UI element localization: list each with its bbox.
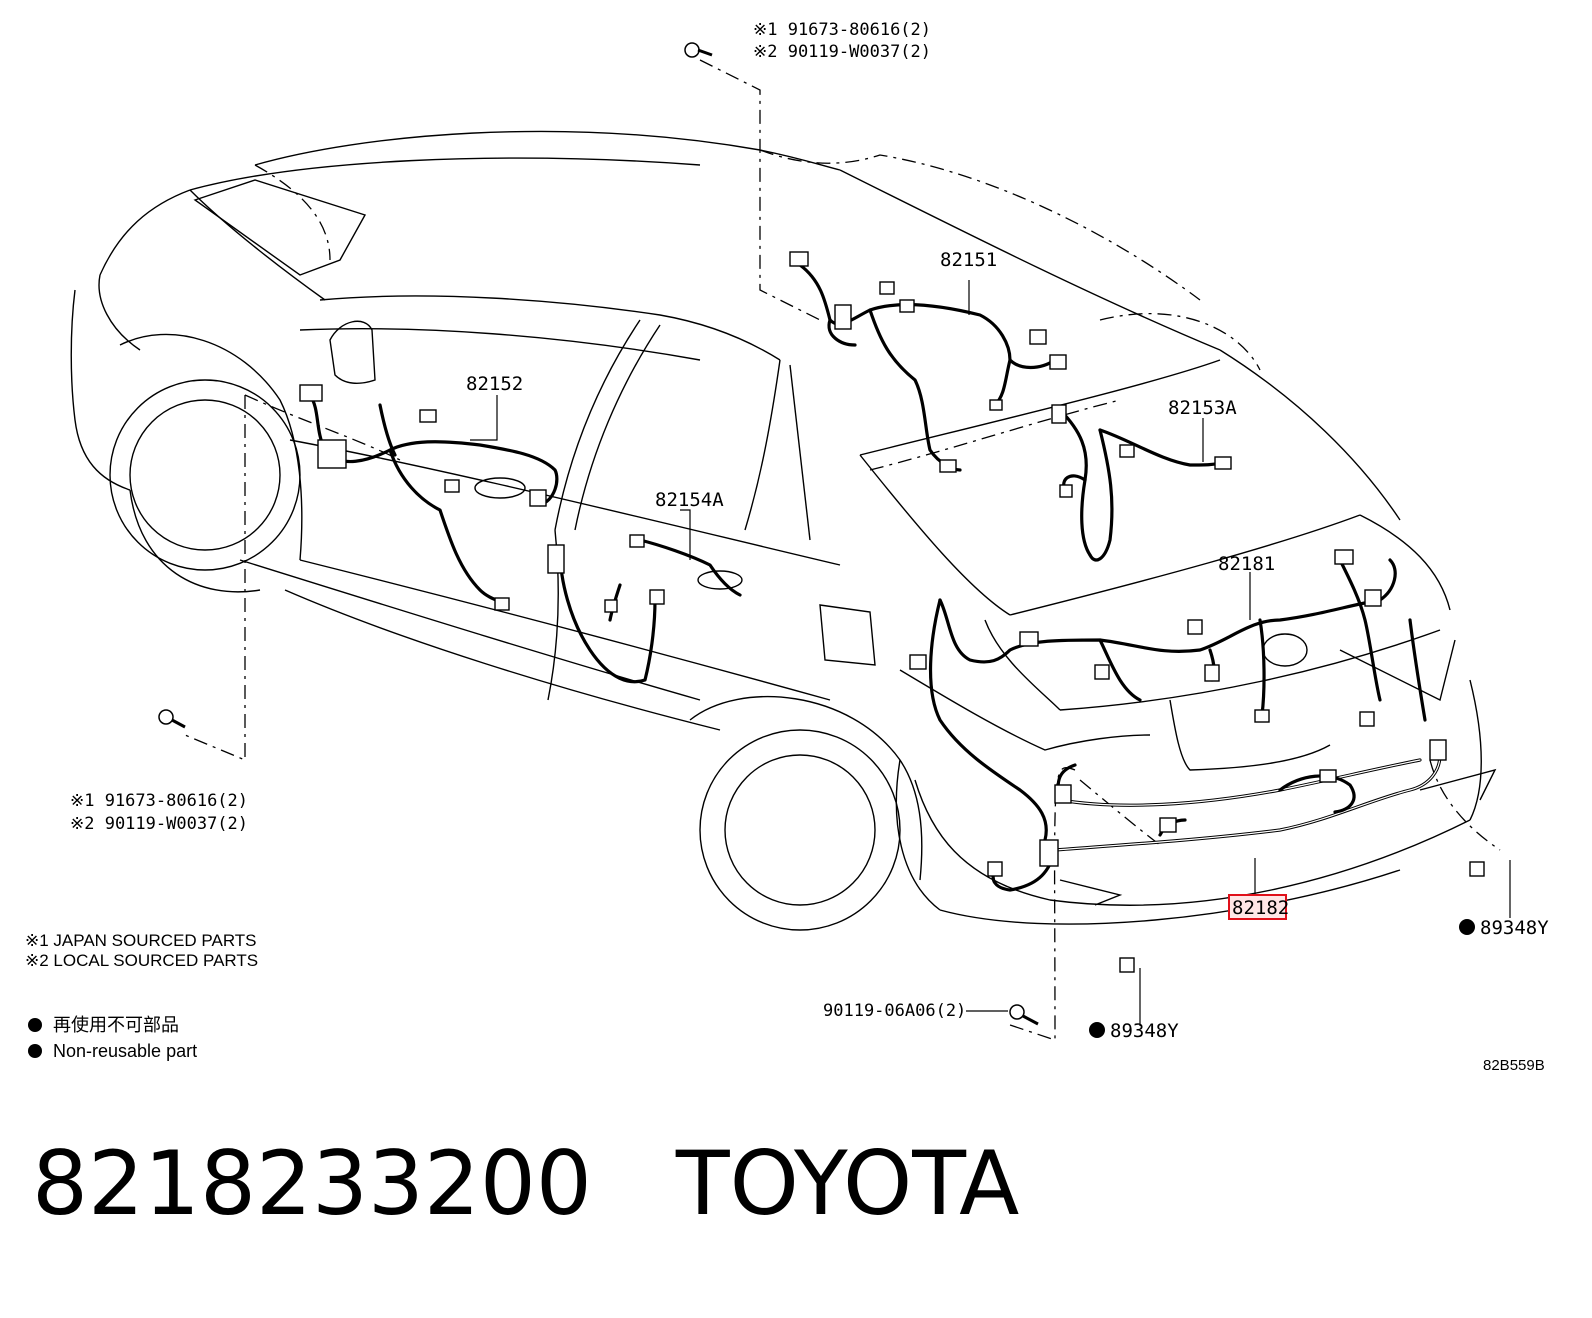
harness-82154a bbox=[547, 534, 743, 684]
part-number: 8218233200 bbox=[32, 1132, 592, 1235]
part-label-82151: 82151 bbox=[940, 249, 997, 271]
highlight-box bbox=[1228, 894, 1287, 920]
figure-id: 82B559B bbox=[1483, 1057, 1545, 1074]
reference-lines bbox=[184, 59, 1501, 1041]
bolt-icon-top bbox=[684, 42, 713, 58]
non-reusable-marker-right bbox=[1459, 919, 1475, 935]
bolt-bottom-label: 90119-06A06(2) bbox=[823, 1001, 966, 1021]
harness-82152 bbox=[299, 384, 559, 611]
part-label-82153a: 82153A bbox=[1168, 397, 1237, 419]
legend-marker-1 bbox=[28, 1018, 42, 1032]
part-caption: 8218233200 TOYOTA bbox=[32, 1140, 1019, 1228]
part-label-89348y-right: 89348Y bbox=[1480, 917, 1549, 939]
fastener-top-line2: ※2 90119-W0037(2) bbox=[753, 42, 931, 62]
legend-marker-2 bbox=[28, 1044, 42, 1058]
harness-82151 bbox=[789, 251, 1067, 473]
note-local-sourced: ※2 LOCAL SOURCED PARTS bbox=[25, 951, 258, 970]
parts-diagram: 82151 82152 82153A 82154A 82181 82182 89… bbox=[25, 20, 1549, 1074]
part-label-82154a: 82154A bbox=[655, 489, 724, 511]
bolt-icon-left bbox=[158, 709, 186, 729]
legend-japanese: 再使用不可部品 bbox=[53, 1015, 179, 1035]
part-label-82182: 82182 bbox=[1232, 897, 1289, 919]
part-label-82181: 82181 bbox=[1218, 553, 1275, 575]
bolt-icon-bottom bbox=[1009, 1004, 1039, 1026]
fastener-top-line1: ※1 91673-80616(2) bbox=[753, 20, 931, 40]
brand-name: TOYOTA bbox=[675, 1132, 1020, 1235]
legend-english: Non-reusable part bbox=[53, 1041, 197, 1061]
harness-82181 bbox=[909, 549, 1427, 842]
harness-82153a bbox=[1051, 404, 1232, 562]
leader-lines bbox=[470, 280, 1511, 1026]
non-reusable-marker-bottom bbox=[1089, 1022, 1105, 1038]
car-outline bbox=[70, 130, 1497, 931]
note-japan-sourced: ※1 JAPAN SOURCED PARTS bbox=[25, 931, 257, 950]
part-label-89348y-bottom: 89348Y bbox=[1110, 1020, 1179, 1042]
harness-82182 bbox=[987, 739, 1485, 973]
fastener-left-line1: ※1 91673-80616(2) bbox=[70, 791, 248, 811]
part-label-82152: 82152 bbox=[466, 373, 523, 395]
fastener-left-line2: ※2 90119-W0037(2) bbox=[70, 814, 248, 834]
